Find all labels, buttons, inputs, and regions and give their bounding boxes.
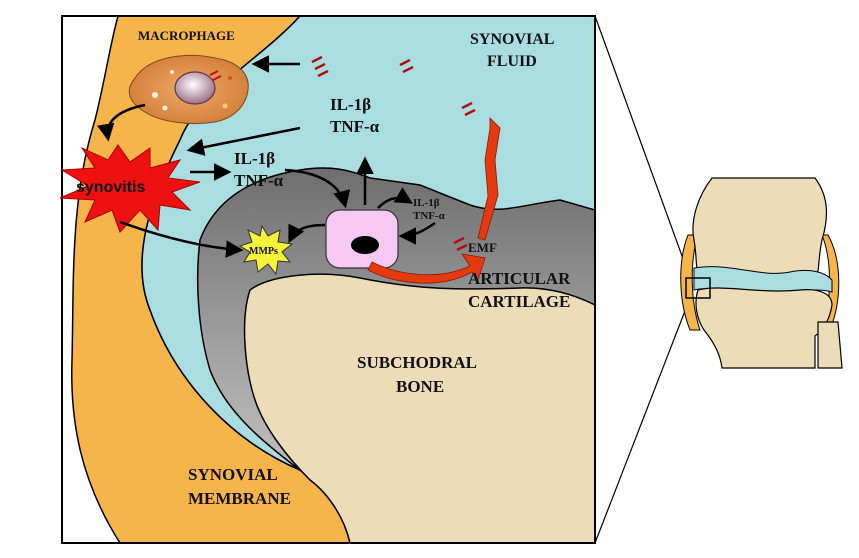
label-cytokine-mid-il1b: IL-1β (234, 149, 275, 168)
label-macrophage: MACROPHAGE (138, 28, 235, 43)
label-subchondral-bone-line2: BONE (396, 377, 444, 396)
label-synovial-membrane-line1: SYNOVIAL (188, 465, 278, 484)
knee-fibula (817, 321, 843, 369)
macrophage-cell (128, 54, 249, 125)
label-synovial-membrane-line2: MEMBRANE (188, 489, 291, 508)
label-synovial-fluid-line2: FLUID (487, 53, 537, 70)
arrow-cytokine-to-synovitis (186, 126, 301, 156)
label-cytokine-top-il1b: IL-1β (330, 95, 371, 114)
label-cytokine-small-il1b: IL-1β (413, 197, 440, 209)
label-emf: EMF (468, 240, 497, 255)
arrow-cytokines-to-chondrocyte (284, 168, 351, 209)
zoom-line-bottom (594, 297, 691, 544)
label-synovial-fluid-line1: SYNOVIAL (470, 31, 554, 48)
knee-zoom-box (685, 277, 711, 299)
diagram-labels: MACROPHAGE SYNOVIAL FLUID synovitis IL-1… (76, 28, 571, 508)
knee-joint-illustration (680, 177, 843, 369)
label-synovitis: synovitis (76, 179, 145, 196)
label-cytokine-small-tnfa: TNF-α (413, 210, 446, 222)
zoom-line-top (594, 15, 691, 279)
arrow-macrophage-to-synovitis (97, 103, 146, 142)
label-cytokine-top-tnfa: TNF-α (330, 117, 380, 136)
label-articular-cartilage-line1: ARTICULAR (468, 269, 571, 288)
arrow-synovitis-to-mmps (119, 220, 244, 258)
flow-arrows (97, 55, 436, 258)
arrow-small-cytokines-to-chondrocyte (398, 221, 436, 245)
knee-synovium-left (680, 234, 701, 331)
chondrocyte-cell (325, 209, 399, 269)
label-cytokine-mid-tnfa: TNF-α (234, 171, 284, 190)
zoom-panel (62, 16, 595, 543)
zoom-panel-frame (61, 15, 596, 544)
arrow-chondrocyte-to-small-cytokines (377, 187, 414, 209)
arrow-chondrocyte-to-mmps (288, 223, 326, 244)
knee-tibia (695, 287, 833, 369)
emf-arrows (367, 117, 501, 284)
label-mmps: MMPs (249, 246, 278, 257)
emf-field-marks (311, 55, 476, 252)
mmps-burst (238, 224, 294, 276)
label-subchondral-bone-line1: SUBCHODRAL (357, 353, 477, 372)
label-articular-cartilage-line2: CARTILAGE (468, 292, 570, 311)
synovitis-burst (59, 144, 201, 233)
